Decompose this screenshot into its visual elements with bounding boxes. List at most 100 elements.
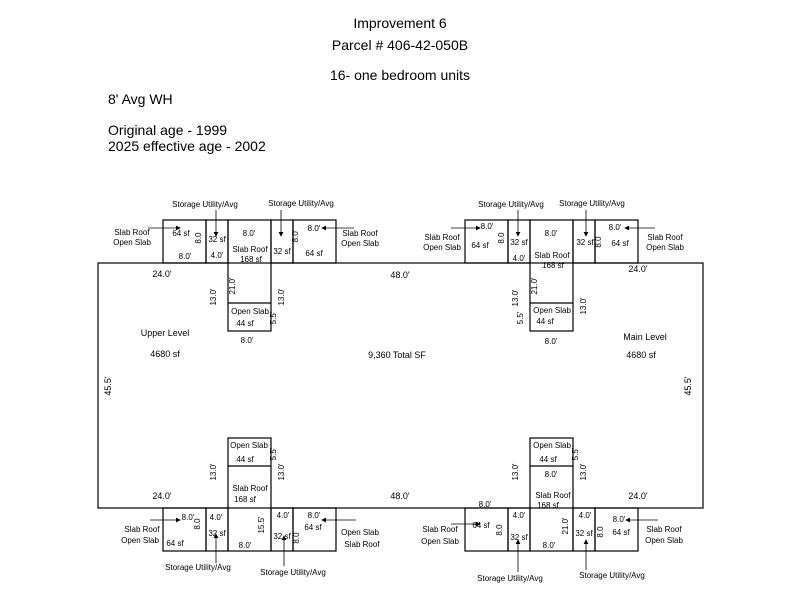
slab-roof-block-br <box>529 437 574 552</box>
dim-right-height: 45.5' <box>683 376 693 396</box>
area-bl-32b: 32 sf <box>273 532 291 541</box>
note-tl-4: Open Slab <box>341 239 379 248</box>
dim-tr-8d: 8.0' <box>545 337 558 346</box>
upper-level-area: 4680 sf <box>150 349 180 359</box>
area-tl-44: 44 sf <box>236 319 254 328</box>
storage-label-tl-1: Storage Utility/Avg <box>172 200 238 209</box>
dim-br-8b: 8.0' <box>543 541 556 550</box>
dim-bl-13a: 13.0' <box>209 463 218 481</box>
parcel-number: Parcel # 406-42-050B <box>331 37 469 53</box>
area-br-44: 44 sf <box>539 455 557 464</box>
note-bl-4: Slab Roof <box>344 540 380 549</box>
unit-count: 16- one bedroom units <box>329 67 471 83</box>
dim-br-4a: 4.0' <box>513 511 526 520</box>
area-tr-32b: 32 sf <box>576 238 594 247</box>
dim-tl-8rot-a: 8.0 <box>194 232 203 244</box>
dim-left-height: 45.5' <box>103 376 113 396</box>
dim-tl-8a: 8.0' <box>179 252 192 261</box>
slab-roof-tl: Slab Roof <box>232 245 268 254</box>
area-bl-168: 168 sf <box>234 495 257 504</box>
dim-tr-13a: 13.0' <box>511 289 520 307</box>
area-tl-64a: 64 sf <box>172 229 190 238</box>
slab-br-outer-right <box>594 507 639 552</box>
dim-bl-8c: 8.0' <box>308 511 321 520</box>
area-bl-32a: 32 sf <box>208 529 226 538</box>
storage-tl-right <box>270 219 294 264</box>
dim-tr-13b: 13.0' <box>579 297 588 315</box>
note-tr-1: Slab Roof <box>424 233 460 242</box>
dim-bl-4b: 4.0' <box>277 511 290 520</box>
slab-br-outer-left <box>464 507 509 552</box>
dim-tl-13a: 13.0' <box>209 288 218 306</box>
area-tr-44: 44 sf <box>536 317 554 326</box>
dim-tl-8b: 8.0' <box>243 229 256 238</box>
wall-height: 8' Avg WH <box>108 91 173 107</box>
note-br-3: Slab Roof <box>646 525 682 534</box>
dim-bl-13b: 13.0' <box>277 463 286 481</box>
area-bl-64b: 64 sf <box>304 523 322 532</box>
slab-roof-block-tr <box>529 219 574 332</box>
note-tl-2: Open Slab <box>113 238 151 247</box>
dim-bl-4a: 4.0' <box>210 513 223 522</box>
main-building-outline <box>97 262 704 509</box>
dim-tl-8d: 8.0' <box>241 336 254 345</box>
dim-br-8a: 8.0' <box>545 470 558 479</box>
dim-bl-55: 5.5' <box>269 447 278 460</box>
note-tr-3: Slab Roof <box>647 233 683 242</box>
slab-roof-tr: Slab Roof <box>534 251 570 260</box>
slab-bl-outer-left <box>162 507 207 552</box>
dim-tr-55: 5.5' <box>516 311 525 324</box>
dim-bl-155: 15.5' <box>257 516 266 534</box>
area-tr-32a: 32 sf <box>510 238 528 247</box>
area-tl-64b: 64 sf <box>305 249 323 258</box>
total-area: 9,360 Total SF <box>368 350 426 360</box>
dim-br-55: 5.5' <box>571 447 580 460</box>
open-slab-tl: Open Slab <box>231 307 269 316</box>
area-bl-64a: 64 sf <box>166 539 184 548</box>
area-tl-32b: 32 sf <box>273 247 291 256</box>
slab-roof-block-tl <box>227 219 272 332</box>
dim-bl-8rot-b: 8.0 <box>292 532 301 544</box>
dim-bl-8rot-a: 8.0 <box>193 518 202 530</box>
dim-tl-8rot-b: 8.0' <box>291 229 300 242</box>
dim-tr-8c: 8.0' <box>609 223 622 232</box>
storage-label-tr-2: Storage Utility/Avg <box>559 199 625 208</box>
dim-tr-21: 21.0' <box>530 277 539 295</box>
main-level-area: 4680 sf <box>626 350 656 360</box>
dim-bl-8a: 8.0' <box>239 541 252 550</box>
dim-tl-8c: 8.0' <box>308 224 321 233</box>
dim-tl-13b: 13.0' <box>277 288 286 306</box>
slab-roof-block-bl <box>227 437 272 552</box>
upper-level-label: Upper Level <box>141 328 190 338</box>
dim-bottom-width: 48.0' <box>390 491 410 501</box>
note-tl-3: Slab Roof <box>342 229 378 238</box>
note-br-2: Open Slab <box>421 537 459 546</box>
dim-tr-4a: 4.0' <box>513 254 526 263</box>
dim-bottom-left-side: 24.0' <box>152 491 172 501</box>
area-tr-64a: 64 sf <box>471 241 489 250</box>
dim-tr-8rot-b: 8.0 <box>594 236 603 248</box>
dim-tr-8b: 8.0' <box>545 229 558 238</box>
note-tl-1: Slab Roof <box>114 228 150 237</box>
dim-br-8c: 8.0' <box>479 500 492 509</box>
dim-tl-21: 21.0' <box>228 277 237 295</box>
dim-tr-8a: 8.0' <box>481 222 494 231</box>
storage-label-tr-1: Storage Utility/Avg <box>478 200 544 209</box>
area-br-168: 168 sf <box>537 501 560 510</box>
note-br-4: Open Slab <box>645 536 683 545</box>
dim-bl-8b: 8.0' <box>182 513 195 522</box>
effective-age: 2025 effective age - 2002 <box>108 138 266 154</box>
note-tr-4: Open Slab <box>646 243 684 252</box>
area-tl-32a: 32 sf <box>208 235 226 244</box>
dim-br-8rot-a: 8.0 <box>495 524 504 536</box>
note-bl-3: Open Slab <box>341 528 379 537</box>
area-tr-64b: 64 sf <box>611 239 629 248</box>
original-age: Original age - 1999 <box>108 122 228 138</box>
area-tl-168: 168 sf <box>240 255 263 264</box>
open-slab-br: Open Slab <box>533 441 571 450</box>
note-br-1: Slab Roof <box>422 525 458 534</box>
dim-top-width: 48.0' <box>390 270 410 280</box>
dim-br-4b: 4.0' <box>579 511 592 520</box>
dim-tl-55: 5.5' <box>269 311 278 324</box>
